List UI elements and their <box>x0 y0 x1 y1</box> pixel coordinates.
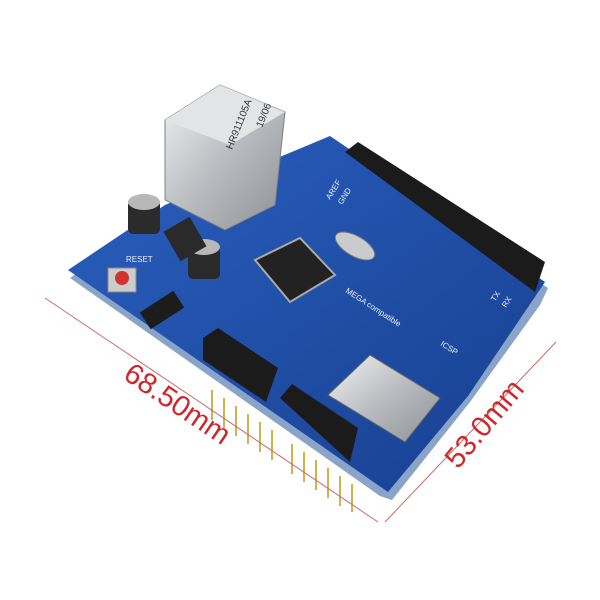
reset-label: RESET <box>126 255 153 264</box>
width-dimension-line <box>384 341 557 523</box>
length-dimension-line <box>44 297 379 523</box>
crystal <box>334 231 376 261</box>
small-ic <box>139 290 185 330</box>
w5100-chip <box>253 236 337 304</box>
reset-button-cap <box>115 271 129 285</box>
analog-header <box>280 384 358 462</box>
power-header <box>203 328 278 402</box>
micro-sd-slot <box>327 354 441 443</box>
header-pins <box>211 390 353 512</box>
regulator <box>163 216 207 262</box>
digital-header <box>345 142 545 292</box>
rj45-jack: HR911105A 19/06 <box>164 84 286 231</box>
dimension-lines <box>44 297 557 523</box>
